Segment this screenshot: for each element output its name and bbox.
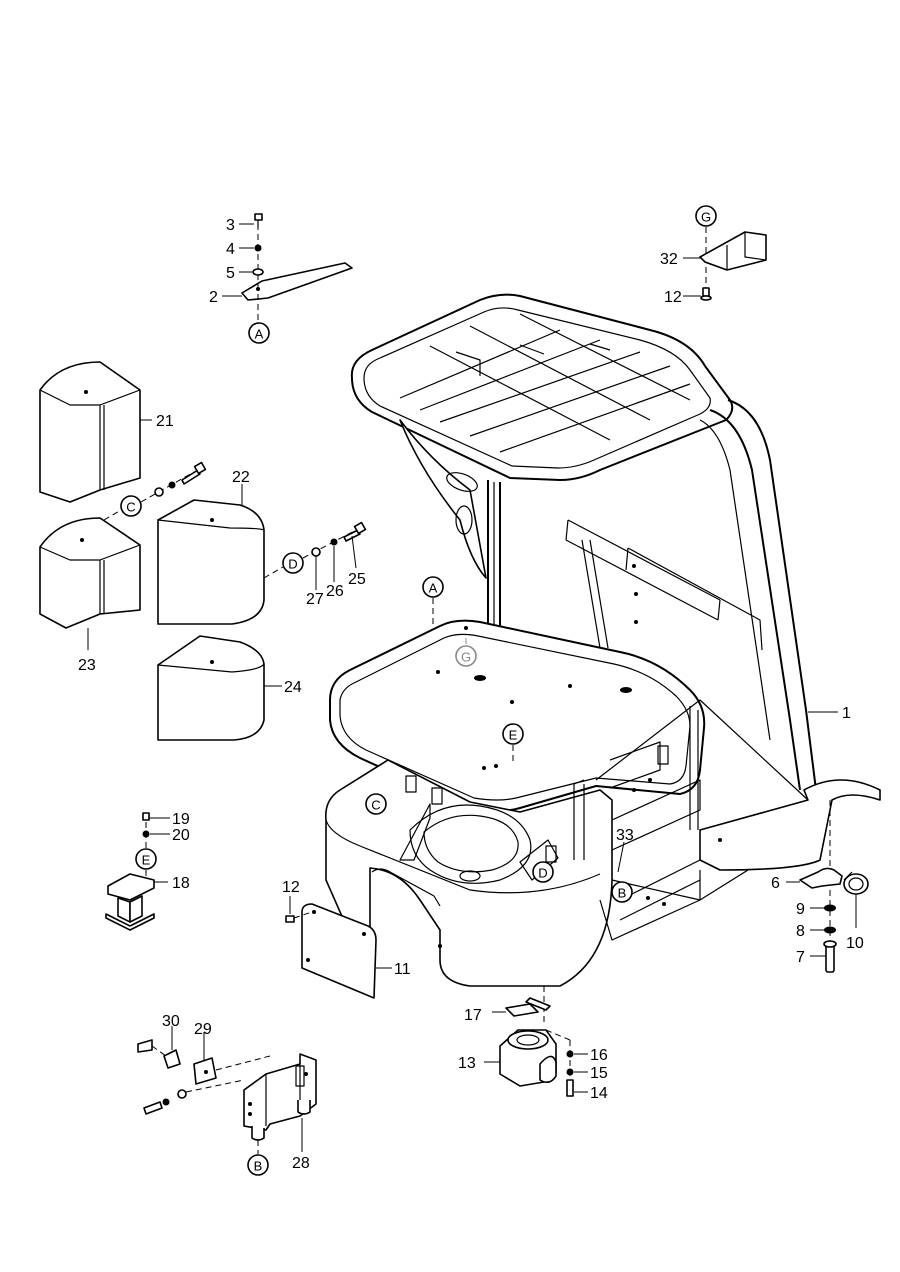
callout-11: 11 <box>394 961 411 978</box>
callout-10: 10 <box>846 935 864 952</box>
weight-block-22 <box>157 484 265 625</box>
callout-2: 2 <box>209 289 218 306</box>
bolt-stack-D: D <box>263 521 367 590</box>
callout-19: 19 <box>172 811 190 828</box>
callout-27: 27 <box>306 591 324 608</box>
ref-label-E-left: E <box>142 853 151 868</box>
callout-8: 8 <box>796 923 805 940</box>
callout-28: 28 <box>292 1155 310 1172</box>
weight-block-21 <box>39 361 152 503</box>
ref-circle-B-bottom: B <box>247 1154 269 1176</box>
callout-32: 32 <box>660 251 678 268</box>
callout-26: 26 <box>326 583 344 600</box>
callout-7: 7 <box>796 949 805 966</box>
ref-label-G-frame: G <box>461 650 471 665</box>
callout-18: 18 <box>172 875 190 892</box>
callout-9: 9 <box>796 901 805 918</box>
ref-label-B-bottom: B <box>254 1159 263 1174</box>
hub-assembly <box>484 986 588 1097</box>
callout-29: 29 <box>194 1021 212 1038</box>
callout-5: 5 <box>226 265 235 282</box>
bracket-18-assembly: E <box>105 812 170 931</box>
bracket-32-assembly: G <box>683 205 767 301</box>
ref-circle-A-top: A <box>248 322 270 344</box>
callout-25: 25 <box>348 571 366 588</box>
callout-20: 20 <box>172 827 190 844</box>
callout-16: 16 <box>590 1047 608 1064</box>
callout-4: 4 <box>226 241 235 258</box>
callout-15: 15 <box>590 1065 608 1082</box>
ref-label-C-left: C <box>126 500 135 515</box>
mount-28-assembly <box>137 1026 317 1154</box>
main-frame <box>285 293 881 999</box>
weight-block-24 <box>157 635 282 741</box>
clamp-assembly <box>786 800 869 973</box>
callout-3: 3 <box>226 217 235 234</box>
ref-label-G: G <box>701 210 711 225</box>
ref-label-C-frame: C <box>371 798 380 813</box>
callout-13: 13 <box>458 1055 476 1072</box>
ref-label-B-frame: B <box>618 886 627 901</box>
ref-circle-C-frame: C <box>365 793 387 815</box>
plate-assembly <box>222 213 353 322</box>
callout-30: 30 <box>162 1013 180 1030</box>
callout-33: 33 <box>616 827 634 844</box>
weight-block-23 <box>39 517 141 650</box>
callout-21: 21 <box>156 413 174 430</box>
ref-label-E-frame: E <box>509 728 518 743</box>
callout-22: 22 <box>232 469 250 486</box>
ref-circle-G-frame: G <box>455 638 477 667</box>
ref-circle-D-frame: D <box>532 861 554 883</box>
callout-24: 24 <box>284 679 302 696</box>
callout-14: 14 <box>590 1085 608 1102</box>
ref-circle-E-frame: E <box>502 723 524 762</box>
ref-circle-B-frame: B <box>611 881 633 903</box>
ref-label-A-frame: A <box>429 581 438 596</box>
ref-circle-A-frame: A <box>422 576 444 624</box>
callout-12-top: 12 <box>664 289 682 306</box>
callout-1: 1 <box>842 705 851 722</box>
callout-6: 6 <box>771 875 780 892</box>
ref-label-D-frame: D <box>538 866 547 881</box>
ref-label-D-left: D <box>288 557 297 572</box>
callout-12: 12 <box>282 879 300 896</box>
callout-23: 23 <box>78 657 96 674</box>
callout-17: 17 <box>464 1007 482 1024</box>
ref-label-A: A <box>255 327 264 342</box>
bolt-stack-C: C <box>103 461 207 521</box>
